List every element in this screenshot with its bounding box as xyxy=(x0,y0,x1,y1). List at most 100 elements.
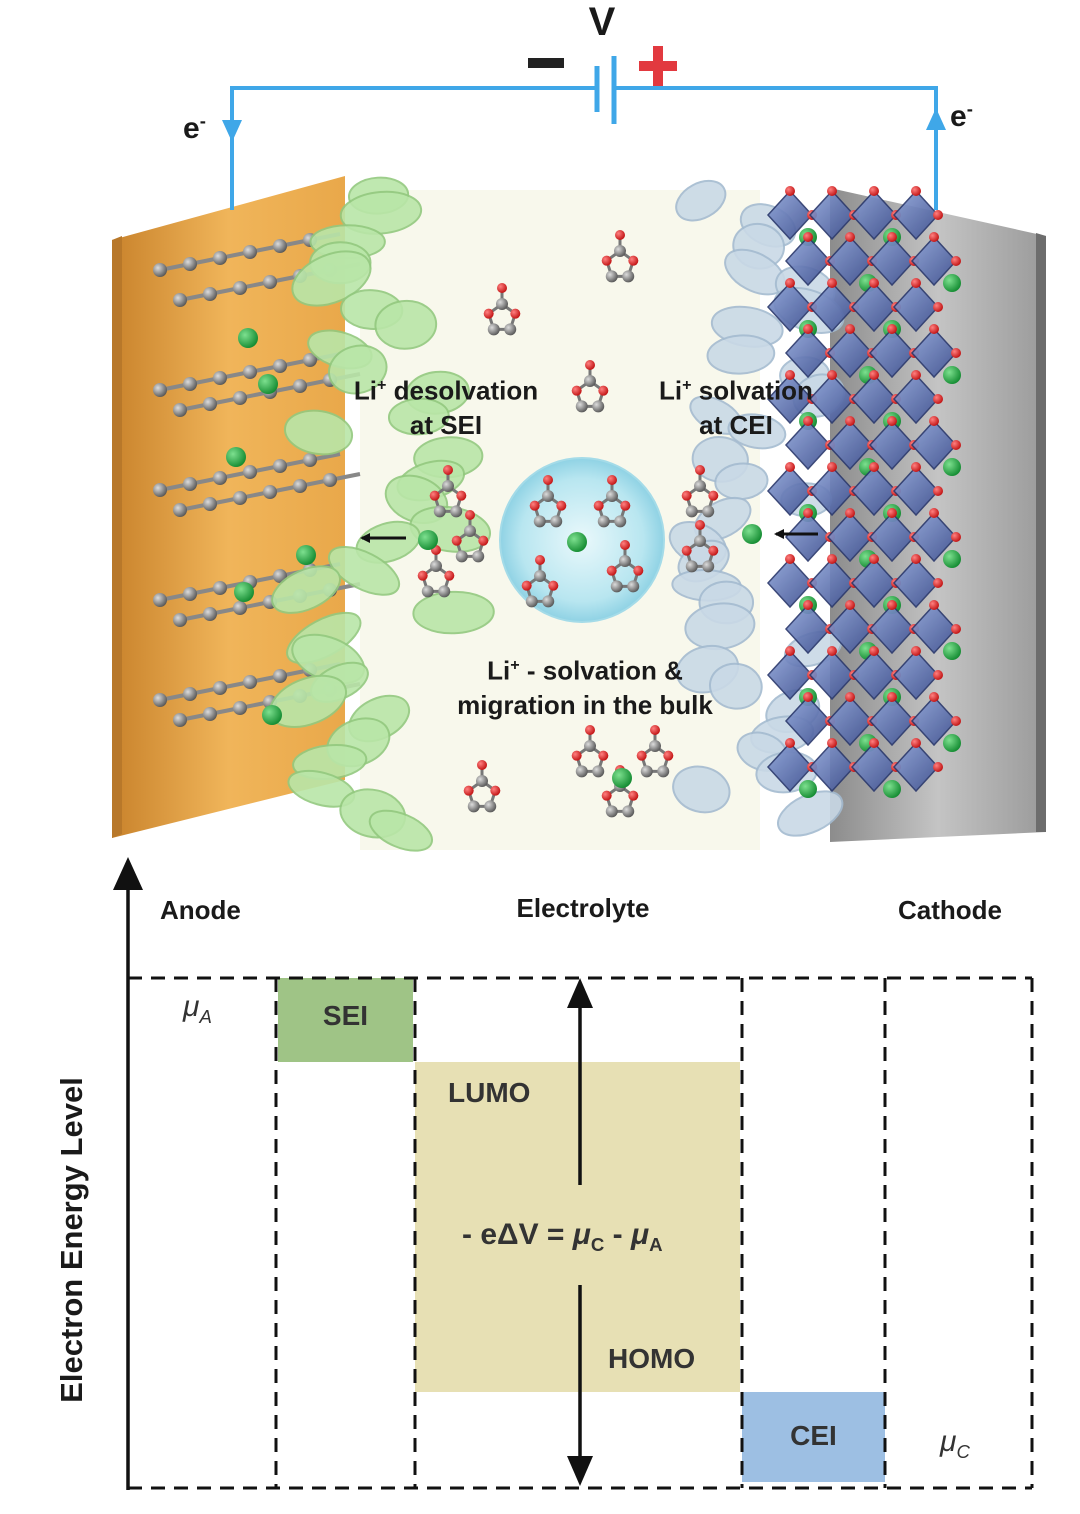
molecule-atom xyxy=(702,560,715,573)
sei-particle xyxy=(374,299,438,350)
oxygen-atom xyxy=(887,324,897,334)
molecule-atom xyxy=(483,308,494,319)
oxygen-atom xyxy=(803,324,813,334)
carbon-atom xyxy=(303,353,317,367)
oxygen-atom xyxy=(911,462,921,472)
octahedron xyxy=(766,741,814,793)
oxygen-atom xyxy=(845,324,855,334)
octahedron xyxy=(892,189,940,241)
molecule-atom xyxy=(633,565,644,576)
oxygen-atom xyxy=(785,370,795,380)
oxygen-atom xyxy=(887,508,897,518)
carbon-atom xyxy=(243,465,257,479)
octahedron xyxy=(784,695,832,747)
carbon-atom xyxy=(213,371,227,385)
electron-label-right: e- xyxy=(950,98,973,134)
octahedron xyxy=(850,281,898,333)
electron-symbol: e xyxy=(183,112,200,145)
oxygen-atom xyxy=(845,600,855,610)
octahedron xyxy=(910,419,958,471)
molecule-atom xyxy=(463,785,474,796)
oxygen-atom xyxy=(911,554,921,564)
electron-arrow-right xyxy=(926,108,946,130)
octahedron xyxy=(850,649,898,701)
octahedron xyxy=(826,419,874,471)
sei-particle xyxy=(387,397,450,436)
octahedron xyxy=(910,235,958,287)
molecule-atom xyxy=(592,765,605,778)
carbon-atom xyxy=(273,359,287,373)
region-label-anode: Anode xyxy=(160,895,241,925)
oxygen-atom xyxy=(845,232,855,242)
molecule-atom xyxy=(606,565,617,576)
oxygen-atom xyxy=(785,278,795,288)
oxygen-atom xyxy=(785,462,795,472)
molecule-atom xyxy=(663,750,674,761)
molecule-atom xyxy=(490,785,501,796)
oxygen-atom xyxy=(933,486,943,496)
cei-particle xyxy=(708,662,763,710)
octahedron xyxy=(868,327,916,379)
octahedron xyxy=(766,649,814,701)
molecule-atom xyxy=(605,805,618,818)
li-ion xyxy=(612,768,632,788)
carbon-atom xyxy=(153,693,167,707)
oxygen-atom xyxy=(869,646,879,656)
carbon-atom xyxy=(183,477,197,491)
lithium-atom xyxy=(799,780,817,798)
octahedron xyxy=(868,235,916,287)
lithium-atom xyxy=(943,642,961,660)
octahedron xyxy=(892,373,940,425)
oxygen-atom xyxy=(477,760,487,770)
cei-band xyxy=(742,1392,885,1482)
energy-level-diagram xyxy=(113,857,1034,1490)
molecule-atom xyxy=(636,750,647,761)
electron-arrow-left xyxy=(222,120,242,142)
electron-charge: - xyxy=(199,110,206,131)
sei-particle xyxy=(327,545,401,596)
carbon-atom xyxy=(273,569,287,583)
carbon-atom xyxy=(173,503,187,517)
octahedron xyxy=(766,465,814,517)
homo-label: HOMO xyxy=(608,1343,696,1374)
oxygen-atom xyxy=(827,370,837,380)
lithium-atom xyxy=(943,458,961,476)
oxygen-atom xyxy=(845,508,855,518)
molecule-atom xyxy=(627,580,640,593)
molecule-atom xyxy=(649,740,661,752)
carbon-atom xyxy=(183,687,197,701)
oxygen-atom xyxy=(869,554,879,564)
carbon-atom xyxy=(173,293,187,307)
sei-band xyxy=(278,978,413,1062)
octahedron xyxy=(808,649,856,701)
li-ion xyxy=(418,530,438,550)
cei-particle xyxy=(672,765,731,814)
oxygen-atom xyxy=(443,465,453,475)
molecule-atom xyxy=(598,750,609,761)
oxygen-atom xyxy=(869,186,879,196)
molecule-atom xyxy=(534,570,546,582)
sei-particle xyxy=(412,590,495,635)
molecule-atom xyxy=(601,255,612,266)
oxygen-atom xyxy=(785,738,795,748)
molecule-atom xyxy=(620,500,631,511)
li-ion xyxy=(234,582,254,602)
molecule-atom xyxy=(584,375,596,387)
octahedron xyxy=(808,465,856,517)
carbon-atom xyxy=(203,707,217,721)
carbon-atom xyxy=(243,365,257,379)
oxygen-atom xyxy=(827,646,837,656)
oxygen-atom xyxy=(933,670,943,680)
carbon-atom xyxy=(233,391,247,405)
carbon-atom xyxy=(293,379,307,393)
molecule-atom xyxy=(622,805,635,818)
oxygen-atom xyxy=(933,394,943,404)
cei-particle xyxy=(675,179,727,222)
carbon-atom xyxy=(173,613,187,627)
molecule-atom xyxy=(628,255,639,266)
octahedron xyxy=(868,603,916,655)
octahedron xyxy=(868,695,916,747)
molecule-atom xyxy=(476,775,488,787)
oxygen-atom xyxy=(543,475,553,485)
